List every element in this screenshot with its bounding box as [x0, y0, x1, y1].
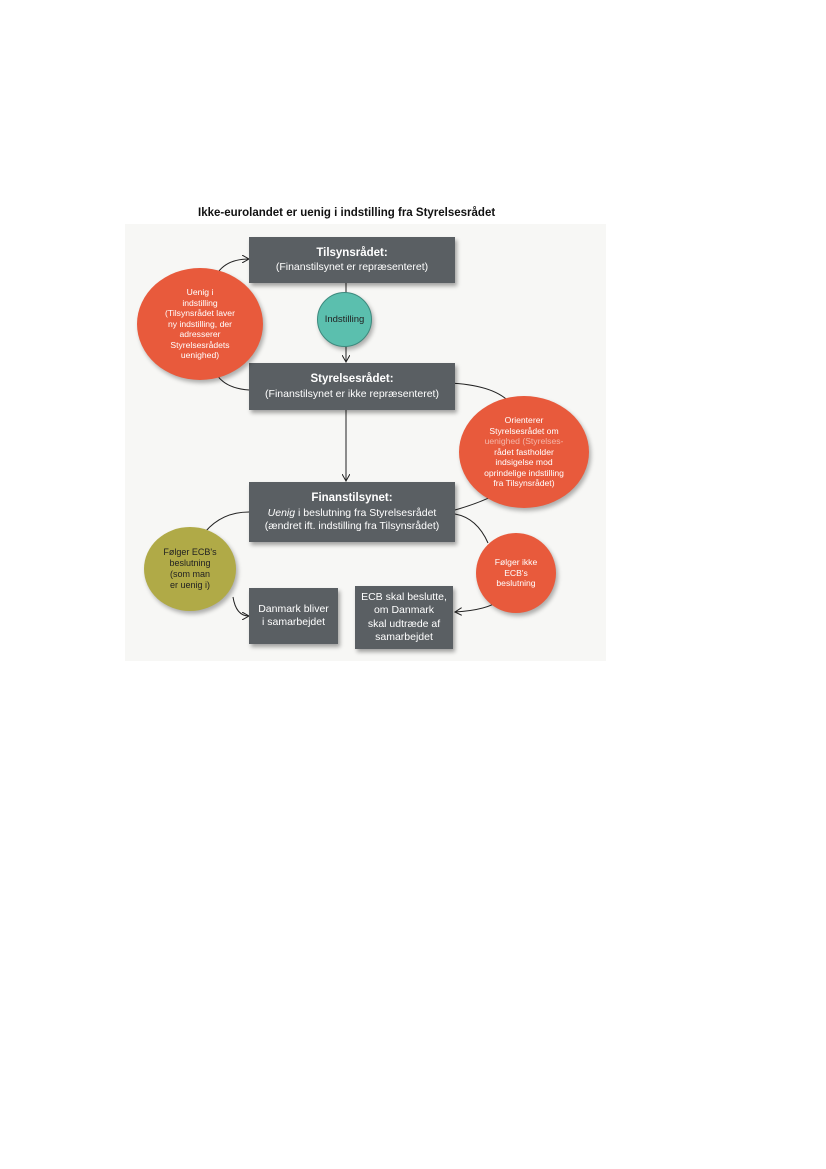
circle-folger-line: Følger ECB's [163, 547, 217, 558]
circle-indstilling: Indstilling [317, 292, 372, 347]
circle-uenig-line: Uenig i [186, 287, 214, 298]
circle-orienterer-line: oprindelige indstilling [484, 467, 564, 478]
box-ecb-line2: om Danmark [373, 604, 435, 617]
arrow-folger-to-danmark [232, 596, 249, 616]
box-finanstilsynet: Finanstilsynet: Uenig i beslutning fra S… [249, 482, 455, 542]
circle-uenig-line: adresserer [179, 329, 221, 340]
box-finanstilsynet-title: Finanstilsynet: [311, 492, 393, 505]
box-ecb-line3: skal udtræde af [367, 617, 441, 630]
circle-uenig-line: (Tilsynsrådet laver [165, 308, 235, 319]
circle-uenig-line: ny indstilling, der [167, 318, 232, 329]
box-tilsynsraadet-title: Tilsynsrådet: [316, 246, 388, 259]
box-finanstilsynet-em: Uenig [267, 506, 296, 519]
box-ecb-line1: ECB skal beslutte, [361, 591, 447, 604]
box-danmark-bliver: Danmark bliver i samarbejdet [249, 588, 338, 644]
circle-folgerikke-line: Følger ikke [494, 557, 538, 568]
circle-orienterer-line: rådet fastholder [494, 446, 554, 457]
box-styrelsesraadet-title: Styrelsesrådet: [310, 373, 394, 386]
box-finanstilsynet-line1: Uenig i beslutning fra Styrelsesrådet [268, 507, 437, 520]
circle-indstilling-label: Indstilling [324, 313, 365, 325]
circle-folger-line: (som man [169, 569, 210, 579]
line-finans-to-folgerikke [454, 513, 489, 544]
circle-folger-line: beslutning [169, 558, 211, 569]
box-finanstilsynet-rest: i beslutning fra Styrelsesrådet [295, 506, 437, 519]
circle-orienterer-line: Orienterer [504, 415, 544, 426]
circle-uenig-i-indstilling: Uenig i indstilling (Tilsynsrådet laver … [137, 268, 263, 380]
circle-orienterer: Orienterer Styrelsesrådet om uenighed (S… [459, 396, 589, 508]
circle-folger-ecb: Følger ECB's beslutning (som man er ueni… [144, 527, 236, 611]
circle-folger-ikke-ecb: Følger ikke ECB's beslutning [476, 533, 556, 613]
box-finanstilsynet-line2: (ændret ift. indstilling fra Tilsynsråde… [264, 519, 440, 532]
line-finans-to-folger [204, 511, 250, 533]
box-tilsynsraadet: Tilsynsrådet: (Finanstilsynet er repræse… [249, 237, 455, 283]
box-styrelsesraadet: Styrelsesrådet: (Finanstilsynet er ikke … [249, 363, 455, 410]
diagram-title: Ikke-eurolandet er uenig i indstilling f… [198, 207, 496, 219]
circle-uenig-line: uenighed) [180, 350, 220, 361]
box-ecb-line4: samarbejdet [375, 630, 433, 643]
circle-uenig-line: Styrelsesrådets [170, 339, 230, 350]
box-danmark-line1: Danmark bliver [258, 602, 329, 615]
box-ecb-beslutte: ECB skal beslutte, om Danmark skal udtræ… [355, 586, 453, 649]
circle-orienterer-line: Styrelsesrådet om [489, 425, 559, 436]
circle-folgerikke-line: beslutning [496, 578, 536, 589]
circle-folgerikke-line: ECB's [504, 567, 528, 578]
circle-folger-line: er uenig i) [169, 579, 211, 590]
box-danmark-line2: i samarbejdet [261, 616, 326, 628]
circle-orienterer-line: indsigelse mod [495, 457, 553, 468]
circle-orienterer-line: fra Tilsynsrådet) [493, 478, 555, 489]
circle-orienterer-line: uenighed (Styrelses- [484, 436, 564, 447]
box-tilsynsraadet-sub: (Finanstilsynet er repræsenteret) [275, 261, 429, 274]
circle-uenig-line: indstilling [182, 297, 218, 308]
box-styrelsesraadet-sub: (Finanstilsynet er ikke repræsenteret) [265, 387, 439, 400]
